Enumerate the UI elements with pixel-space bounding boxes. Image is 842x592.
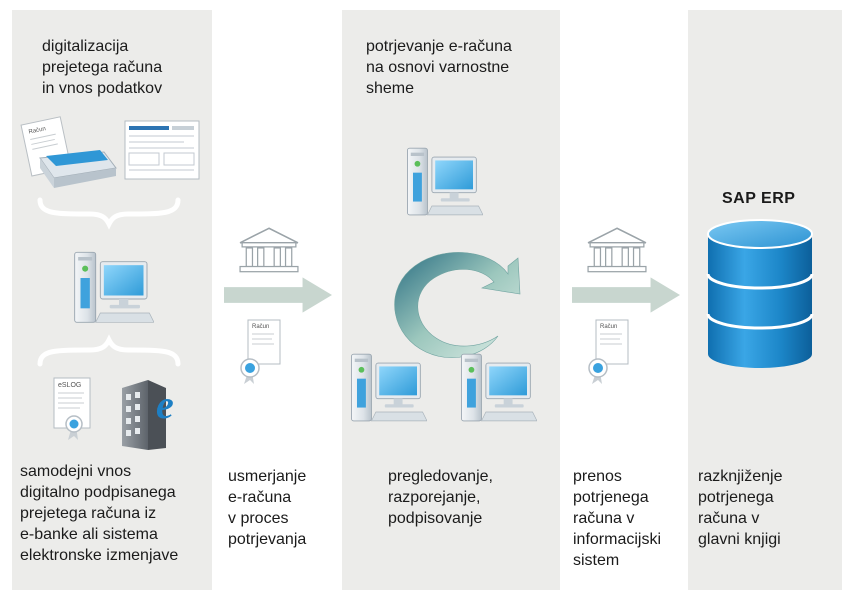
- computer-icon: [454, 352, 540, 432]
- scanner-icon: Račun: [20, 116, 118, 190]
- bank-icon: [238, 226, 300, 274]
- invoice-label: Račun: [28, 126, 46, 135]
- bank-icon: [586, 226, 648, 274]
- eslog-document-icon: eSLOG: [52, 376, 100, 442]
- step2-bottom-caption: usmerjanje e-računa v proces potrjevanja: [228, 468, 307, 548]
- step1-bottom-caption: samodejni vnos digitalno podpisanega pre…: [20, 463, 179, 564]
- database-icon: [704, 218, 816, 370]
- invoice-label: Račun: [600, 324, 617, 330]
- computer-icon: [66, 250, 158, 334]
- step3-top-caption: potrjevanje e-računa na osnovi varnostne…: [366, 38, 512, 97]
- building-icon: e: [118, 376, 188, 452]
- arrow-right-icon: [224, 277, 332, 313]
- brace-bottom: [36, 334, 182, 368]
- step4-bottom-caption: prenos potrjenega računa v informacijski…: [573, 468, 662, 569]
- brace-top: [36, 196, 182, 230]
- computer-icon: [400, 146, 486, 226]
- arrow-right-icon: [572, 277, 680, 313]
- step3-bottom-caption: pregledovanje, razporejanje, podpisovanj…: [388, 468, 493, 527]
- certificate-icon: Račun: [586, 318, 630, 384]
- sap-erp-title: SAP ERP: [722, 190, 796, 207]
- invoice-label: Račun: [252, 324, 269, 330]
- step5-bottom-caption: razknjiženje potrjenega računa v glavni …: [698, 468, 783, 548]
- step1-top-caption: digitalizacija prejetega računa in vnos …: [42, 38, 163, 97]
- cycle-arrow-icon: [372, 240, 532, 370]
- column-digitalization: [12, 10, 212, 590]
- form-icon: [124, 120, 200, 180]
- computer-icon: [344, 352, 430, 432]
- eslog-label: eSLOG: [58, 382, 81, 389]
- ebank-letter: e: [156, 382, 174, 427]
- certificate-icon: Račun: [238, 318, 282, 384]
- column-approval: [342, 10, 560, 590]
